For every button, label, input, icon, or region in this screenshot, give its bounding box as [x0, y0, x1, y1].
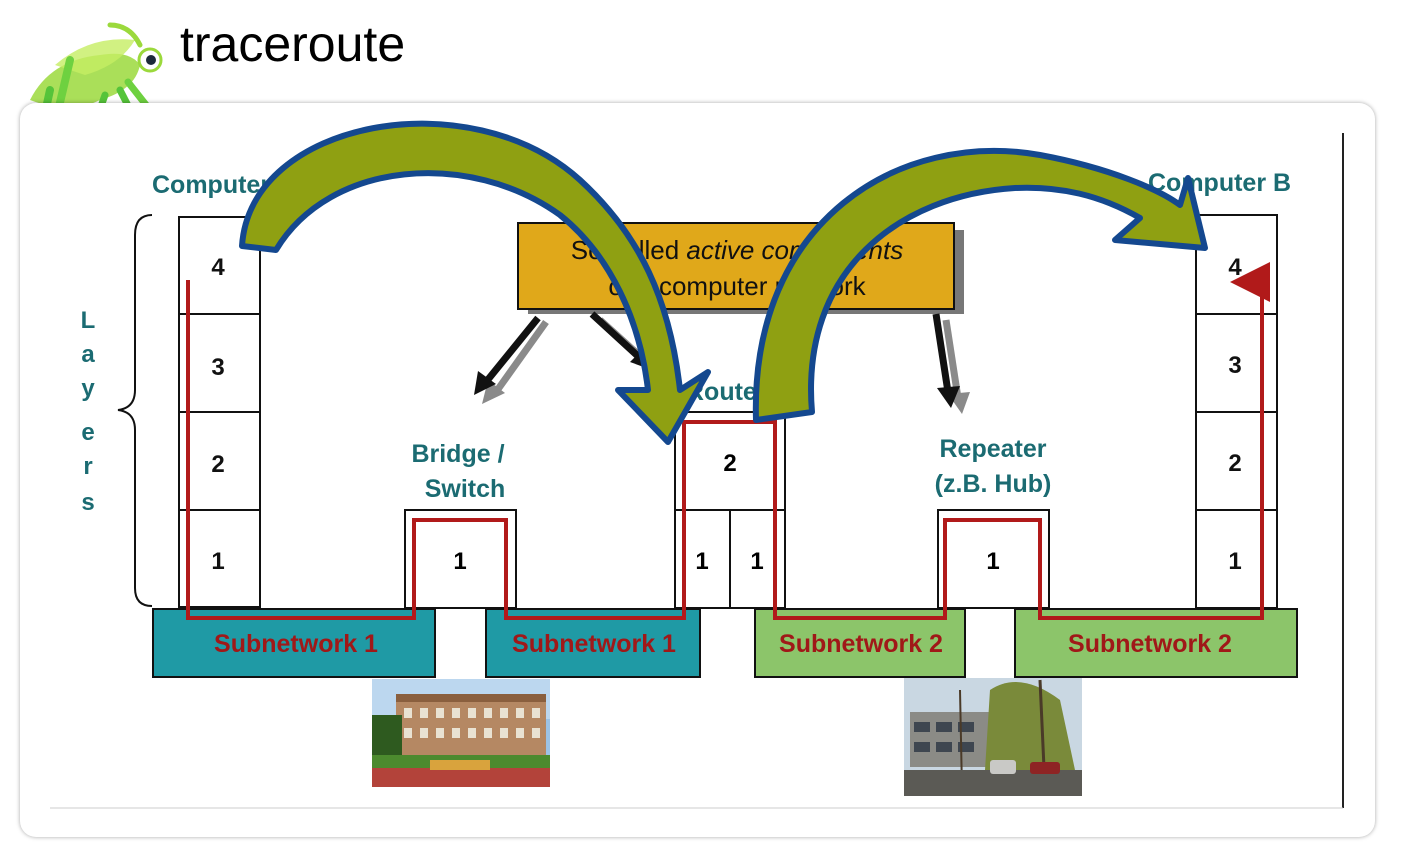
layers-letter: L	[81, 307, 96, 334]
repeater-layer-1: 1	[986, 548, 999, 575]
subnet-1b-label: Subnetwork 1	[512, 630, 676, 658]
bridge-box	[404, 509, 517, 609]
repeater-box	[937, 509, 1050, 609]
subnet-2a-label: Subnetwork 2	[779, 630, 943, 658]
building-photo-right	[904, 678, 1082, 796]
computer-b-layer-1: 1	[1228, 548, 1241, 575]
subnet-1b	[485, 608, 701, 678]
bridge-label-line1: Bridge /	[411, 440, 504, 468]
computer-a-layer-3: 3	[211, 354, 224, 381]
computer-b-label: Computer B	[1148, 169, 1291, 197]
router-layer-1-right: 1	[750, 548, 763, 575]
computer-a-layer-2: 2	[211, 451, 224, 478]
building-photo-left	[372, 679, 550, 787]
repeater-label-line2: (z.B. Hub)	[935, 470, 1052, 498]
subnet-2b-label: Subnetwork 2	[1068, 630, 1232, 658]
layers-brace	[117, 214, 153, 607]
callout-pointer-repeater	[932, 313, 970, 414]
repeater-label-line1: Repeater	[940, 435, 1047, 463]
layers-label: L a y e r s	[81, 307, 96, 516]
computer-b-layer-4: 4	[1228, 254, 1242, 281]
hop-arrow-right	[752, 148, 1208, 423]
computer-b-layer-3: 3	[1228, 352, 1241, 379]
layers-letter: r	[83, 453, 92, 480]
callout-pointer-bridge	[474, 315, 549, 404]
layers-letter: a	[81, 341, 95, 368]
layers-letter: y	[81, 375, 95, 402]
router-box	[674, 411, 786, 609]
subnet-2a	[754, 608, 966, 678]
computer-a-stack	[178, 216, 261, 608]
layers-letter: s	[81, 489, 94, 516]
bridge-label-line2: Switch	[425, 475, 506, 503]
bridge-layer-1: 1	[453, 548, 466, 575]
page-title: traceroute	[180, 16, 406, 72]
computer-a-layer-4: 4	[211, 254, 225, 281]
subnet-1a	[152, 608, 436, 678]
computer-a-layer-1: 1	[211, 548, 224, 575]
layers-letter: e	[81, 419, 94, 446]
router-layer-2: 2	[723, 450, 736, 477]
subnet-2b	[1014, 608, 1298, 678]
computer-b-layer-2: 2	[1228, 450, 1241, 477]
packet-path	[186, 262, 1270, 620]
router-layer-1-left: 1	[695, 548, 708, 575]
callout-box	[517, 222, 955, 310]
subnet-1a-label: Subnetwork 1	[214, 630, 378, 658]
hop-arrow-left	[239, 120, 711, 445]
